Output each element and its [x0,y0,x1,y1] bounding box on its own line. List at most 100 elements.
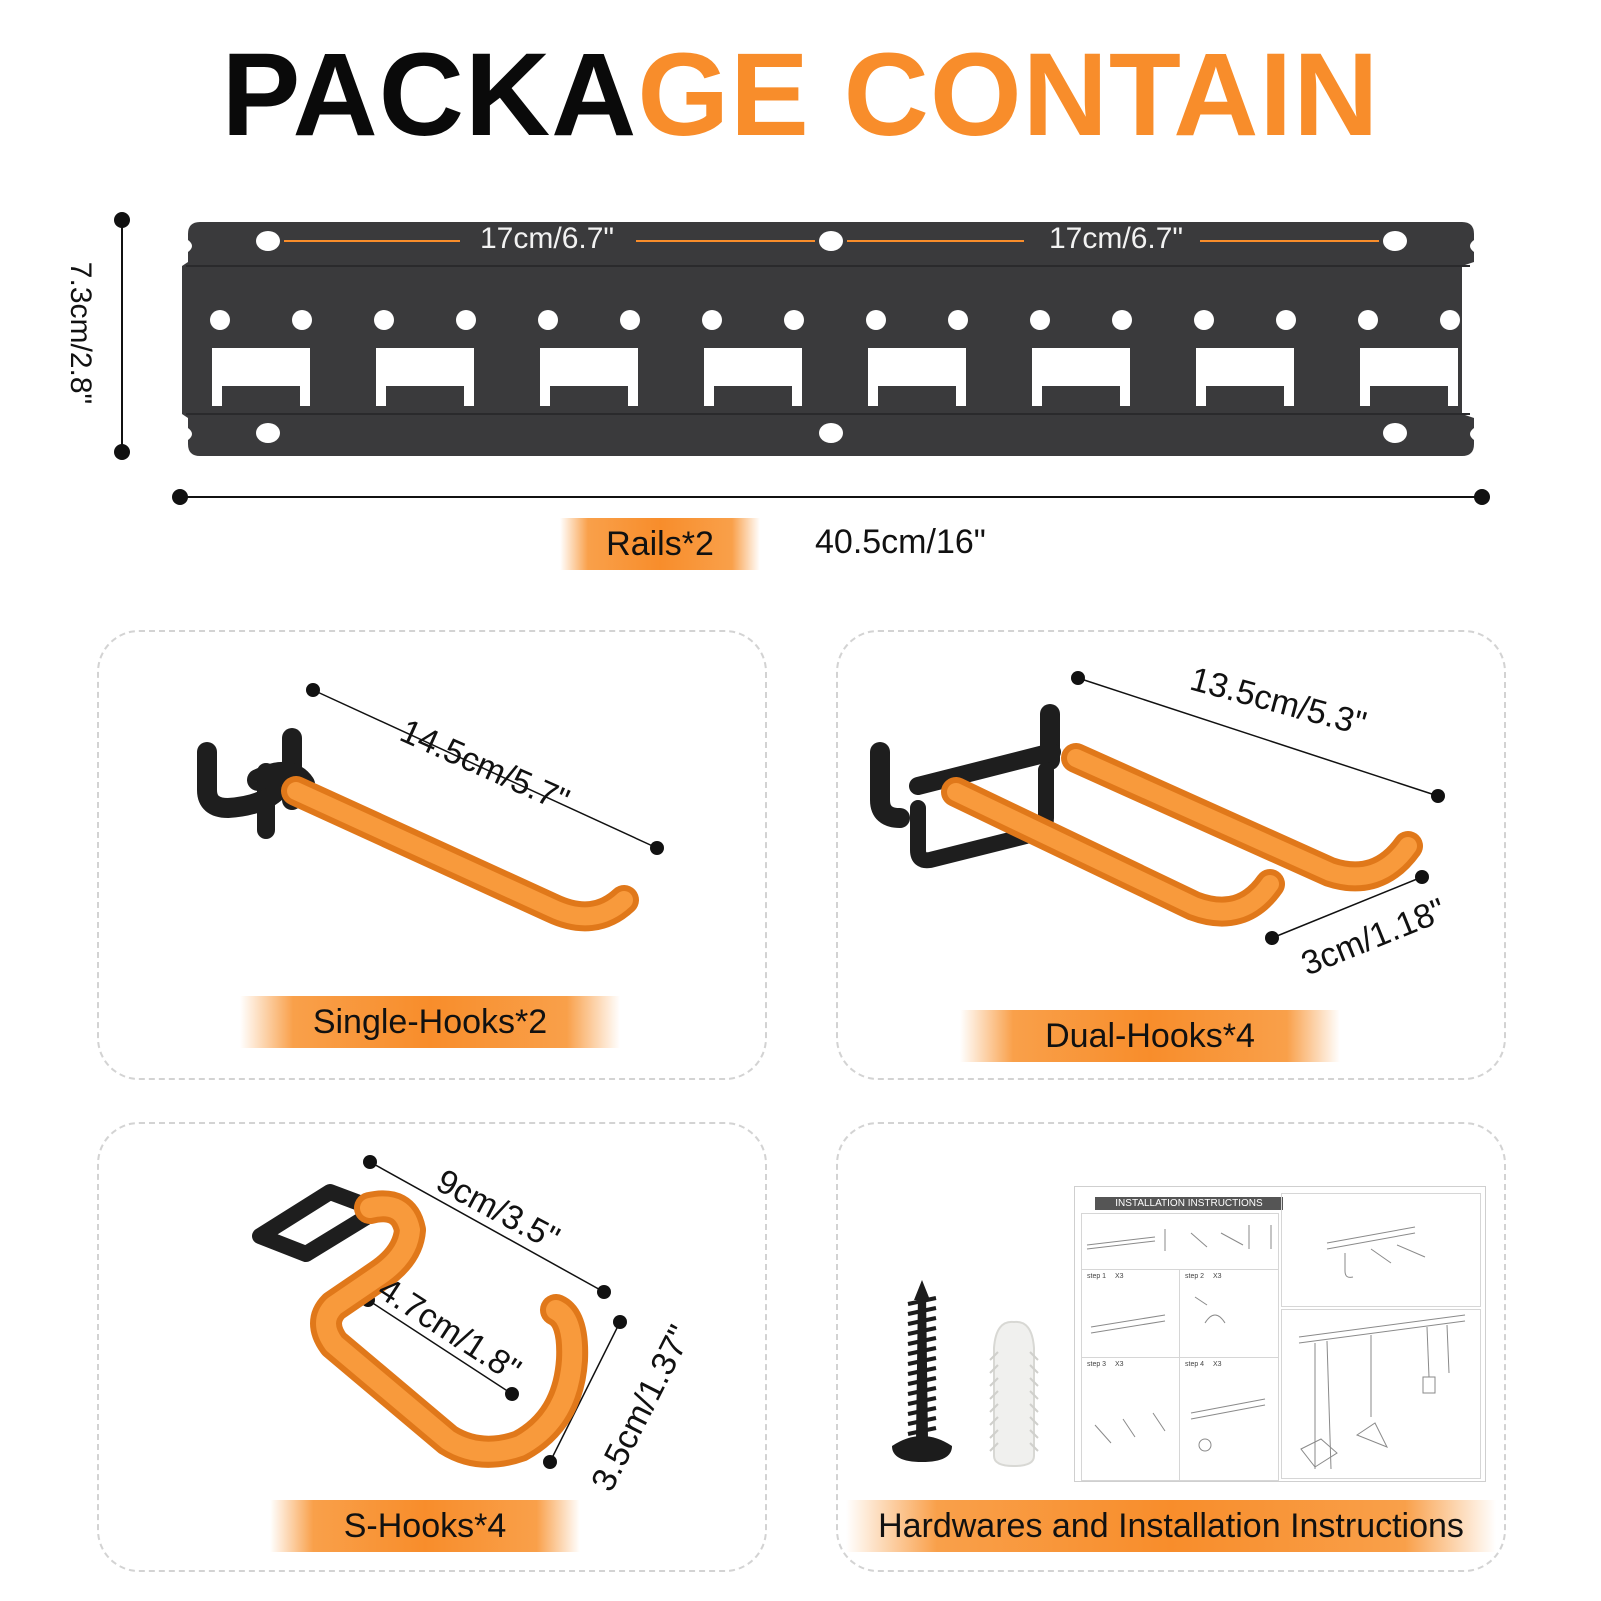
rail-length-label: 40.5cm/16" [815,523,986,561]
rail-peg-hole [1112,310,1132,330]
rail-peg-hole [1358,310,1378,330]
dimension-dot [597,1285,611,1299]
rails-tag: Rails*2 [560,518,760,570]
rail-peg-hole [538,310,558,330]
screw-thread [907,1336,937,1346]
anchor-rib [1029,1364,1039,1374]
installation-sheet-title: INSTALLATION INSTRUCTIONS [1095,1197,1283,1210]
screw-thread [907,1326,937,1336]
anchor-rib [1029,1390,1039,1400]
dual-hooks-tag: Dual-Hooks*4 [960,1010,1340,1062]
anchor-rib [1029,1442,1039,1452]
rail-peg-hole [866,310,886,330]
anchor-rib [1029,1351,1039,1361]
rail-peg-hole [784,310,804,330]
rail-peg-hole [1194,310,1214,330]
anchor-rib [989,1377,999,1387]
dimension-dot [1431,789,1445,803]
anchor-rib [989,1403,999,1413]
page-title: PACKAGE CONTAIN [0,36,1601,154]
rail-slot [540,348,638,406]
dimension-dot [1265,931,1279,945]
screw-thread [907,1346,937,1356]
step-1-label: step 1 [1087,1273,1107,1280]
anchor-rib [989,1390,999,1400]
dimension-dot [306,683,320,697]
rail-peg-holes [210,310,1460,406]
s-hooks-tag: S-Hooks*4 [270,1500,580,1552]
dimension-dot [543,1455,557,1469]
dimension-dot [114,212,130,228]
dimension-dot [1415,870,1429,884]
rail-spacing-right-label: 17cm/6.7" [1049,222,1184,255]
rail-peg-hole [292,310,312,330]
screw-thread [907,1316,937,1326]
rail-peg-hole [1440,310,1460,330]
rail-plate [182,222,1474,456]
rail-slot [1032,348,1130,406]
step-4-count: X3 [1213,1361,1222,1368]
anchor-rib [1029,1416,1039,1426]
step-2-count: X3 [1213,1273,1222,1280]
anchor-rib [989,1442,999,1452]
rail-slot [868,348,966,406]
screw-thread [907,1386,937,1396]
step-1-count: X3 [1115,1273,1124,1280]
single-hooks-tag: Single-Hooks*2 [240,996,620,1048]
rail-peg-hole [456,310,476,330]
rail-mount-hole [256,423,280,443]
dimension-dot [1071,671,1085,685]
rail-peg-hole [1030,310,1050,330]
rail-slot [1196,348,1294,406]
rail-peg-hole [948,310,968,330]
rail-mount-hole [1383,423,1407,443]
rail-peg-hole [210,310,230,330]
step-3-label: step 3 [1087,1361,1107,1368]
installation-sheet: INSTALLATION INSTRUCTIONS step 1 X3 step… [1074,1186,1486,1482]
rail-mount-hole [819,423,843,443]
rail-slot [376,348,474,406]
dimension-dot [505,1387,519,1401]
anchor-rib [989,1364,999,1374]
rail-mount-hole [256,231,280,251]
hardware-tag: Hardwares and Installation Instructions [846,1500,1496,1552]
anchor-rib [989,1351,999,1361]
screw-thread [907,1426,937,1436]
wall-anchor-icon [989,1320,1039,1468]
screw-thread [907,1296,937,1306]
dimension-dot [1474,489,1490,505]
anchor-rib [989,1429,999,1439]
rail-peg-hole [620,310,640,330]
dimension-dot [114,444,130,460]
dimension-dot [172,489,188,505]
rail-slot [1360,348,1458,406]
rail-slot [704,348,802,406]
title-dark-part: PACKA [221,29,638,161]
screw-thread [907,1396,937,1406]
rail-mount-hole [819,231,843,251]
screw-thread [907,1366,937,1376]
installation-sheet-drawings [1086,1225,1466,1470]
step-4-label: step 4 [1185,1361,1205,1368]
screw-icon [892,1280,952,1462]
dimension-dot [613,1315,627,1329]
dual-hook-bracket [870,742,910,828]
dimension-dot [650,841,664,855]
rail-illustration [114,212,1490,505]
step-2-label: step 2 [1185,1273,1205,1280]
dimension-dot [363,1155,377,1169]
title-orange-part: GE CONTAIN [637,29,1380,161]
screw-thread [907,1306,937,1316]
rail-mount-hole [1383,231,1407,251]
step-3-count: X3 [1115,1361,1124,1368]
screw-thread [907,1406,937,1416]
rail-peg-hole [702,310,722,330]
anchor-rib [989,1416,999,1426]
anchor-rib [1029,1377,1039,1387]
rail-peg-hole [374,310,394,330]
anchor-rib [1029,1403,1039,1413]
